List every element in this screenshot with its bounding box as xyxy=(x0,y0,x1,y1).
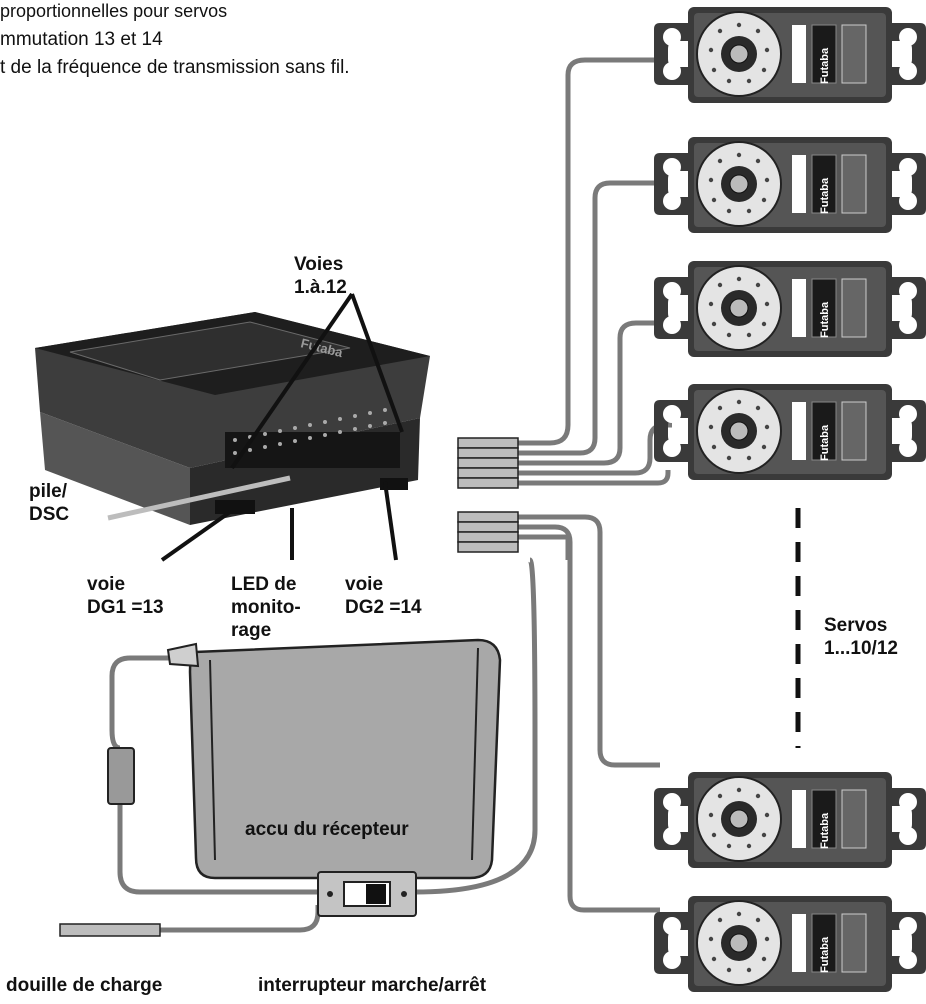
label-interrupteur: interrupteur marche/arrêt xyxy=(258,975,487,996)
label-voies: Voies 1.à.12 xyxy=(294,253,347,299)
label-dg2-line-2: DG2 =14 xyxy=(345,597,422,618)
servo-brand-labels: Futaba Futaba Futaba Futaba Futaba Futab… xyxy=(819,47,831,973)
servo-brand-5: Futaba xyxy=(819,812,831,849)
label-voies-line-2: 1.à.12 xyxy=(294,277,347,298)
label-servos-line-2: 1...10/12 xyxy=(824,638,898,659)
servo-3 xyxy=(653,260,926,358)
label-voie-dg2: voie DG2 =14 xyxy=(345,573,422,619)
label-pile-line-2: DSC xyxy=(29,504,70,525)
servo-brand-1: Futaba xyxy=(819,47,831,84)
label-pile-dsc: pile/ DSC xyxy=(29,480,69,526)
label-voie-dg1: voie DG1 =13 xyxy=(87,573,164,619)
pointer-lines xyxy=(160,292,404,562)
charge-socket-plug xyxy=(59,923,161,937)
battery-inline-fuse xyxy=(107,747,135,805)
label-dg2-line-1: voie xyxy=(345,574,384,595)
label-pile-line-1: pile/ xyxy=(29,481,68,502)
header-line-1: proportionnelles pour servos xyxy=(0,1,227,21)
label-led-line-3: rage xyxy=(231,620,272,641)
label-led-monitorage: LED de monito- rage xyxy=(231,573,301,642)
receiver: Futaba xyxy=(35,312,430,525)
servo-4 xyxy=(653,383,926,481)
header-line-3: t de la fréquence de transmission sans f… xyxy=(0,57,350,78)
servo-wires xyxy=(515,57,672,913)
servo-brand-2: Futaba xyxy=(819,177,831,214)
connector-group-lower xyxy=(457,511,519,553)
servo-5 xyxy=(653,771,926,869)
servo-2 xyxy=(653,136,926,234)
label-dg1-line-1: voie xyxy=(87,574,126,595)
on-off-switch xyxy=(317,871,417,917)
receiver-battery xyxy=(166,638,502,880)
label-servos: Servos 1...10/12 xyxy=(824,614,898,660)
servo-brand-3: Futaba xyxy=(819,301,831,338)
connector-group-upper xyxy=(457,437,519,489)
label-servos-line-1: Servos xyxy=(824,615,888,636)
label-voies-line-1: Voies xyxy=(294,254,344,275)
servo-brand-4: Futaba xyxy=(819,424,831,461)
servo-6 xyxy=(653,895,926,993)
label-accu-recepteur: accu du récepteur xyxy=(245,819,409,840)
pile-pointer-line xyxy=(107,475,291,521)
servo-1 xyxy=(653,6,926,104)
label-dg1-line-2: DG1 =13 xyxy=(87,597,164,618)
receiver-pin-header xyxy=(225,408,400,468)
label-led-line-2: monito- xyxy=(231,597,301,618)
servo-brand-6: Futaba xyxy=(819,936,831,973)
header-line-2: mmutation 13 et 14 xyxy=(0,29,163,50)
label-led-line-1: LED de xyxy=(231,574,297,595)
label-douille-charge: douille de charge xyxy=(6,975,163,996)
